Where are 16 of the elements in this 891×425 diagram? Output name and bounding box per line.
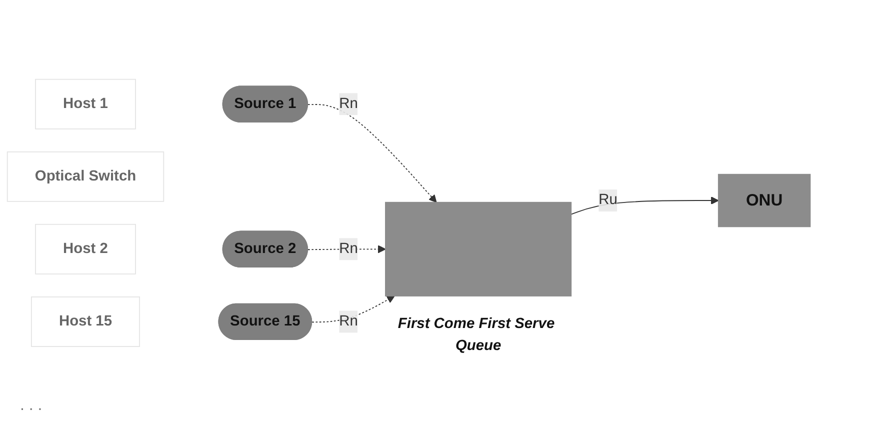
arrow — [312, 295, 395, 322]
node-box: Host 2 — [35, 224, 136, 274]
edge-label: Ru — [598, 192, 618, 208]
node-label: First Come First Serve Queue — [398, 316, 555, 354]
node-bar — [385, 201, 572, 296]
arrow — [308, 104, 437, 202]
arrow — [308, 244, 386, 253]
arrow — [570, 196, 719, 214]
node-box: Host 1 — [35, 78, 136, 129]
node-box: Host 15 — [30, 296, 140, 347]
edge-label: Rn — [339, 240, 358, 256]
node-box: ONU — [718, 173, 811, 227]
edge-label: Rn — [339, 313, 358, 329]
edge-label: Rn — [339, 95, 358, 112]
ellipsis-label: . . . — [20, 397, 42, 414]
node-box: Optical Switch — [6, 151, 164, 202]
